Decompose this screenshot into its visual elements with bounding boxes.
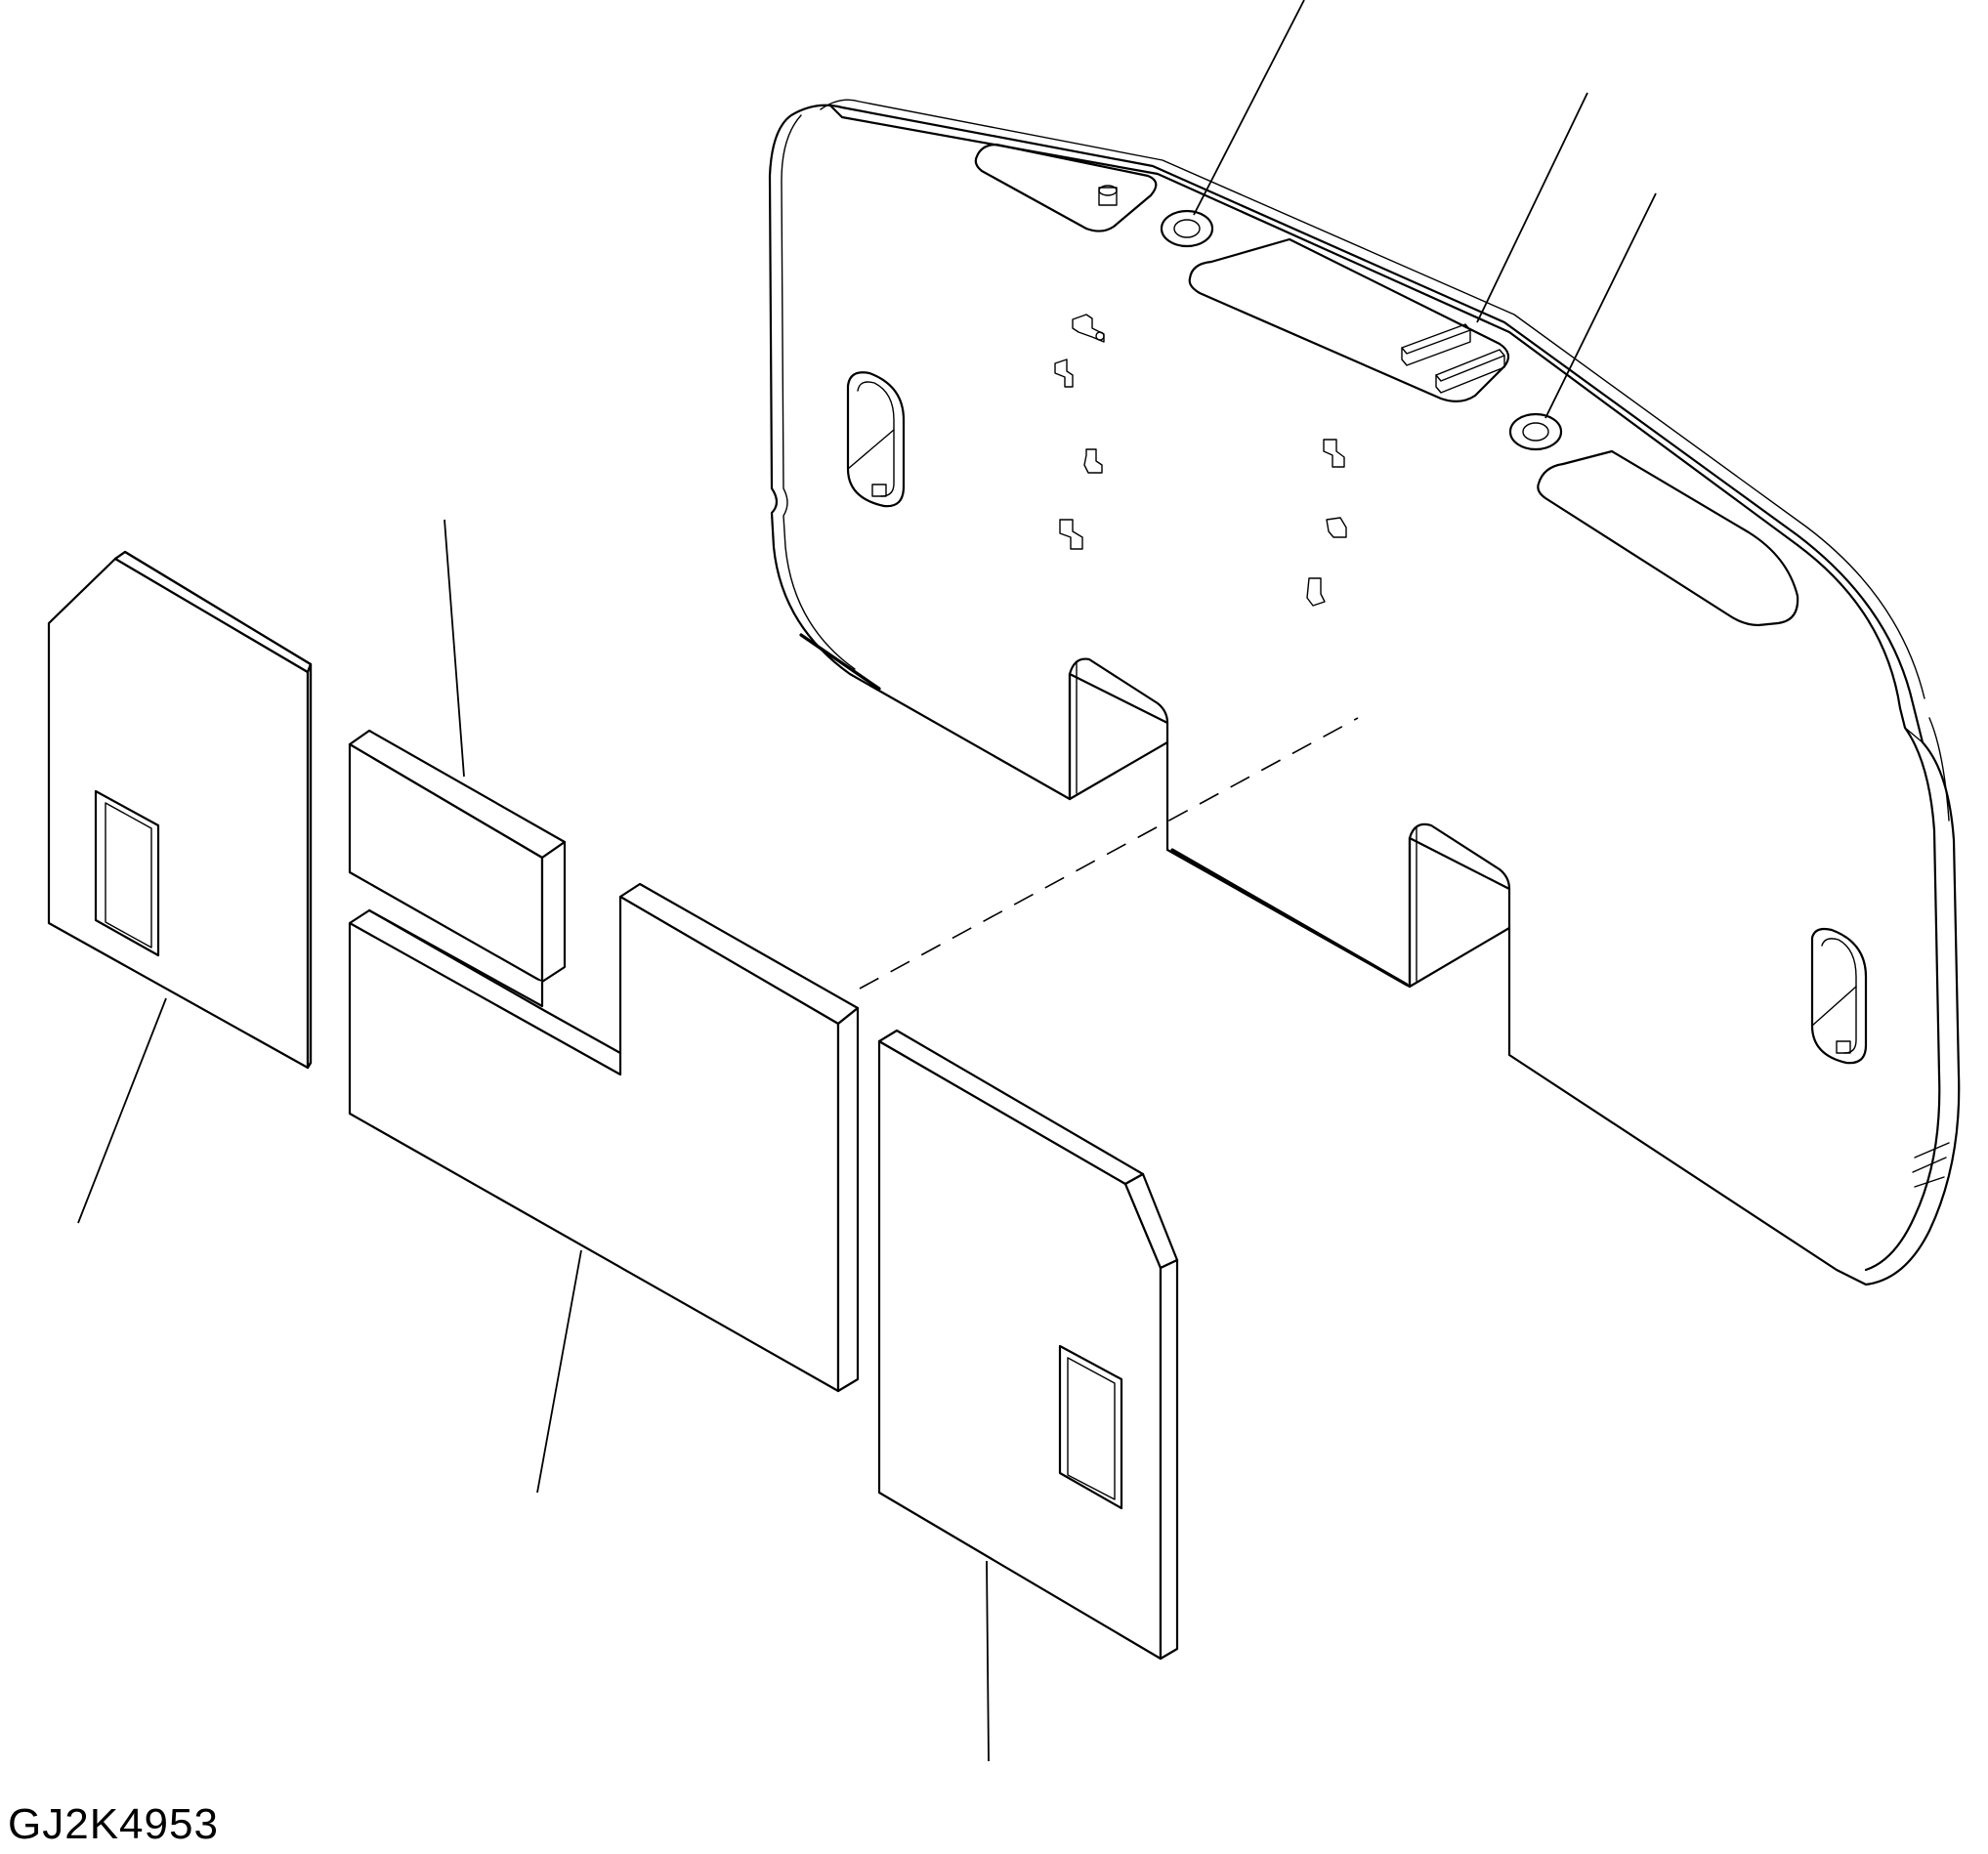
leader-pad-small: [444, 519, 465, 778]
leader-lines: [77, 0, 1657, 1762]
leader-washer-top: [1193, 0, 1305, 216]
pad-right-with-window: [877, 1029, 1179, 1661]
drawing-code-label: GJ2K4953: [8, 1800, 219, 1848]
pad-left-with-window: [47, 550, 313, 1070]
leader-pad-right: [986, 1560, 990, 1762]
leader-bracket: [1476, 92, 1588, 323]
pad-large-notched: [348, 882, 860, 1393]
leader-pad-large: [536, 1249, 582, 1494]
alignment-centerline: [859, 717, 1359, 990]
main-cover-panel: [768, 99, 1961, 1286]
pad-small-top: [348, 729, 567, 984]
leader-pad-left: [77, 997, 167, 1224]
leader-washer-right: [1544, 192, 1657, 419]
